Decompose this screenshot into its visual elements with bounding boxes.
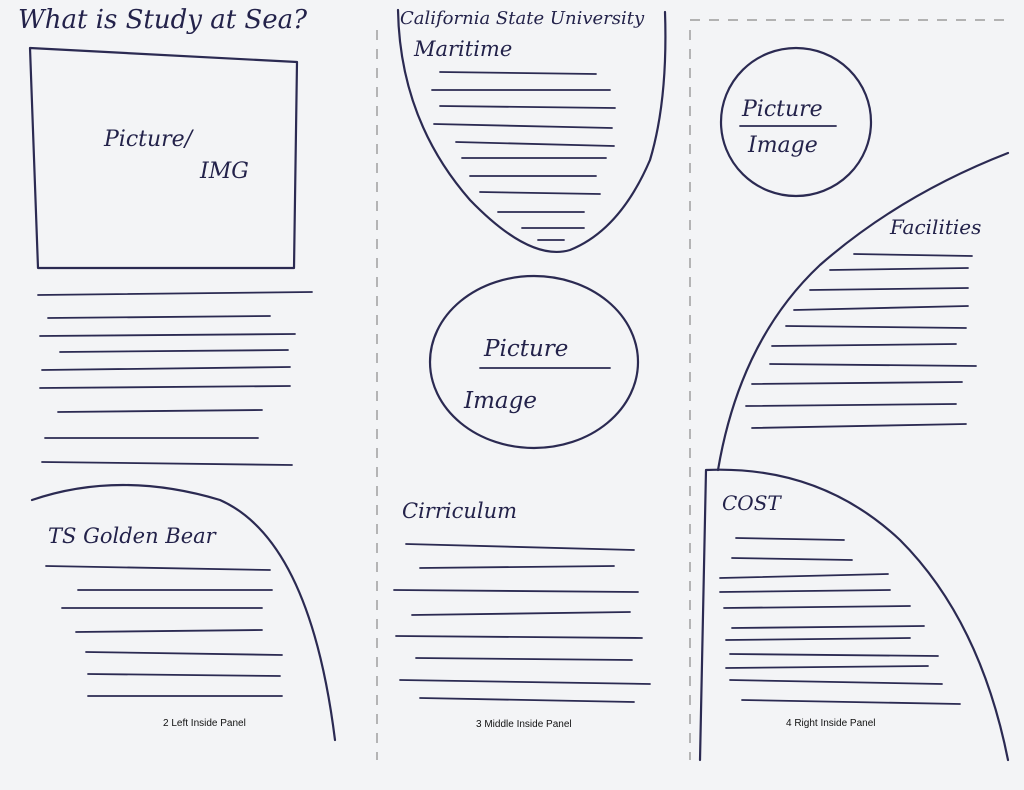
text-line — [41, 366, 291, 371]
text-line — [39, 385, 291, 389]
text-line — [45, 565, 271, 571]
text-line — [75, 629, 263, 633]
text-line — [411, 611, 631, 616]
text-line — [405, 543, 635, 551]
left-section-title: TS Golden Bear — [48, 524, 218, 548]
text-line — [729, 679, 943, 685]
middle-top-lines — [431, 71, 616, 241]
middle-picture-label-1: Picture — [483, 336, 568, 362]
text-line — [433, 123, 613, 129]
text-line — [719, 573, 889, 579]
text-line — [37, 291, 313, 296]
text-line — [725, 637, 911, 641]
left-text-lines — [37, 291, 313, 466]
left-section-arc — [30, 483, 337, 742]
text-line — [419, 697, 635, 703]
text-line — [479, 191, 601, 195]
text-line — [39, 333, 296, 337]
right-section-title-1: Facilities — [889, 215, 981, 239]
middle-section-lines — [393, 543, 651, 703]
middle-picture-label-2: Image — [463, 388, 537, 414]
text-line — [57, 409, 263, 413]
text-line — [47, 315, 271, 319]
middle-top-bowl-shape — [396, 8, 667, 254]
text-line — [853, 253, 973, 257]
text-line — [59, 349, 289, 353]
text-line — [87, 673, 281, 677]
text-line — [85, 651, 283, 656]
text-line — [751, 381, 963, 385]
right-facilities-lines — [745, 253, 977, 429]
text-line — [829, 267, 969, 271]
text-line — [741, 699, 961, 705]
text-line — [419, 565, 615, 569]
left-panel-footer: 2 Left Inside Panel — [163, 718, 246, 729]
text-line — [745, 403, 957, 407]
middle-image-circle — [428, 274, 640, 450]
text-line — [399, 679, 651, 685]
text-line — [393, 589, 639, 593]
text-line — [731, 557, 853, 561]
left-image-placeholder — [28, 46, 299, 270]
left-section-lines — [45, 565, 283, 697]
text-line — [439, 105, 616, 109]
text-line — [729, 653, 939, 657]
middle-heading-line-2: Maritime — [413, 37, 512, 61]
text-line — [723, 605, 911, 609]
text-line — [719, 589, 891, 593]
text-line — [751, 423, 967, 429]
text-line — [771, 343, 957, 347]
text-line — [735, 537, 845, 541]
right-section-arc-bottom — [698, 468, 1010, 762]
middle-panel-footer: 3 Middle Inside Panel — [476, 719, 572, 730]
text-line — [455, 141, 615, 147]
left-picture-label-1: Picture/ — [103, 127, 195, 152]
right-section-title-2: COST — [722, 491, 782, 515]
middle-heading-line-1: California State University — [400, 8, 645, 29]
right-panel-footer: 4 Right Inside Panel — [786, 718, 876, 729]
text-line — [769, 363, 977, 367]
right-cost-lines — [719, 537, 961, 705]
right-picture-label-1: Picture — [741, 97, 823, 122]
middle-section-title: Cirriculum — [402, 499, 517, 523]
text-line — [731, 625, 925, 629]
left-heading: What is Study at Sea? — [18, 5, 308, 35]
text-line — [415, 657, 633, 661]
left-picture-label-2: IMG — [199, 159, 249, 184]
right-picture-label-2: Image — [747, 133, 818, 158]
text-line — [785, 325, 967, 329]
right-section-arc-top — [716, 151, 1010, 472]
text-line — [809, 287, 969, 291]
text-line — [793, 305, 969, 311]
right-image-circle — [719, 46, 873, 198]
text-line — [725, 665, 929, 669]
text-line — [439, 71, 597, 75]
text-line — [395, 635, 643, 639]
text-line — [41, 461, 293, 466]
